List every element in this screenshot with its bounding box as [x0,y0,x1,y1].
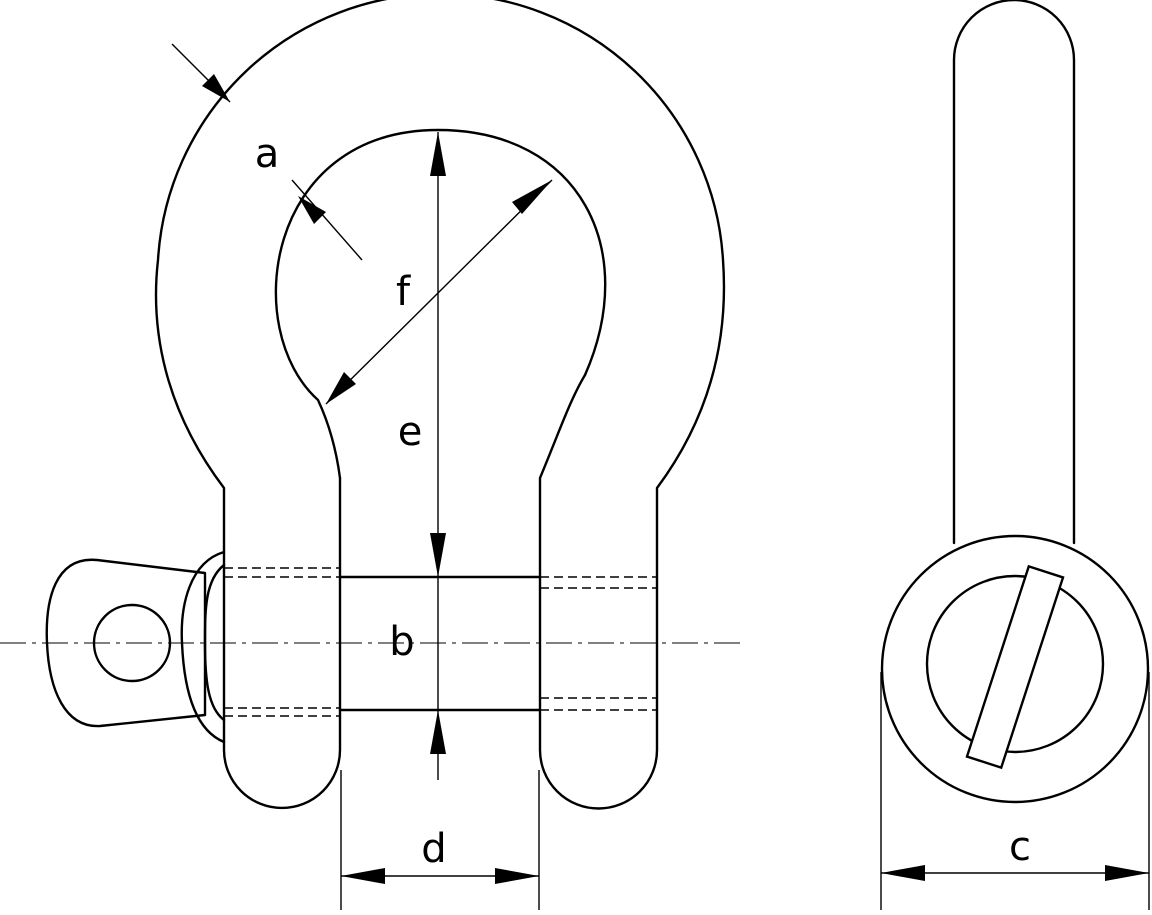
front-view: a f e b d [0,0,745,910]
pin-collar [180,550,226,744]
side-bow [952,0,1076,545]
pin-hidden-lines-left [224,567,340,717]
label-d: d [421,826,446,872]
shackle-bow-inner [274,128,607,480]
label-e: e [398,409,423,455]
side-pin-head-inner [925,574,1105,754]
side-pin-head-outer [880,534,1150,804]
pin-eye-head [45,558,207,728]
pin-eye-hole [92,603,172,683]
label-a: a [255,131,280,177]
label-b: b [389,619,414,665]
shackle-bow-outer [154,0,726,810]
dimension-d [340,770,540,910]
label-f: f [396,269,411,315]
dimension-a [171,43,363,261]
side-view: c [880,0,1150,910]
dimension-f [325,179,553,405]
dimension-c [880,672,1150,910]
label-c: c [1009,824,1031,870]
pin-collar-inner [203,563,226,722]
dimension-e [430,132,446,780]
side-pin-slot [965,564,1065,770]
pin-hidden-lines-right [540,576,657,711]
